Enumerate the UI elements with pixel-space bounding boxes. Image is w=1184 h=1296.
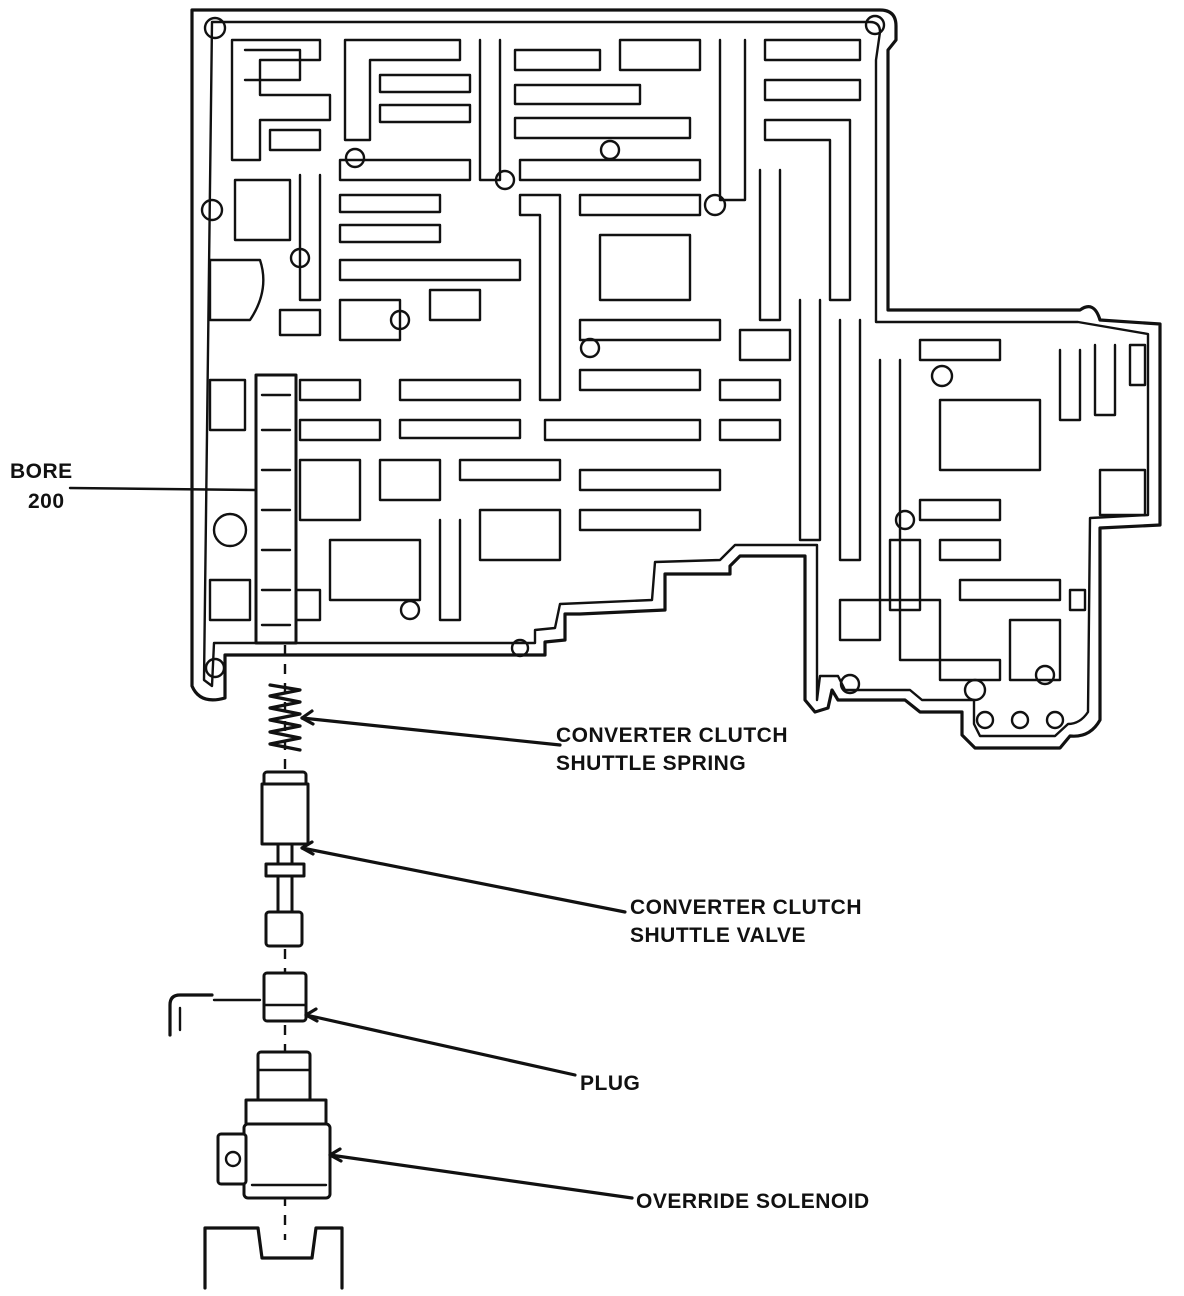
plug: [262, 971, 308, 1023]
leader-lines: [68, 486, 634, 1200]
valve-label-line2: SHUTTLE VALVE: [630, 924, 806, 947]
shuttle-spring: [268, 683, 302, 752]
valve-label-line1: CONVERTER CLUTCH: [630, 896, 862, 919]
retainer-clip: [168, 993, 262, 1037]
spring-label-line2: SHUTTLE SPRING: [556, 752, 746, 775]
plug-label: PLUG: [580, 1072, 640, 1095]
bolt-holes: [200, 14, 1065, 730]
spring-label-line1: CONVERTER CLUTCH: [556, 724, 788, 747]
bore-label-line2: 200: [28, 490, 65, 513]
shuttle-valve: [260, 770, 310, 948]
solenoid-bracket: [203, 1226, 344, 1290]
valve-body-passages: [208, 38, 1147, 682]
bore-200: [254, 373, 298, 645]
valve-body-plate: [190, 8, 1162, 750]
bore-label-line1: BORE: [10, 460, 73, 483]
override-solenoid: [216, 1050, 332, 1200]
solenoid-label: OVERRIDE SOLENOID: [636, 1190, 870, 1213]
